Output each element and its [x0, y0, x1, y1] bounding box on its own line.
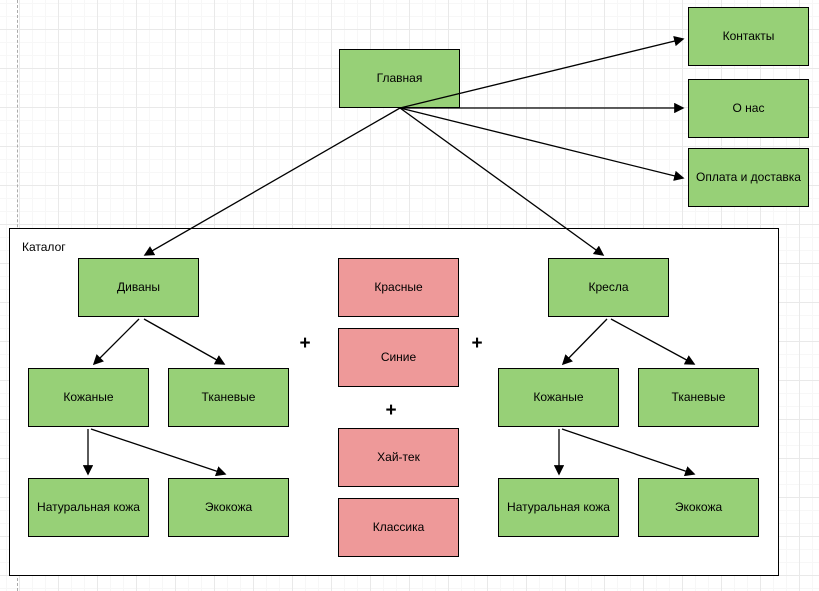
plus-operator-middle: +: [385, 400, 397, 421]
node-colors-red[interactable]: Красные: [338, 258, 459, 317]
node-style-hitech[interactable]: Хай-тек: [338, 428, 459, 487]
node-payment-delivery[interactable]: Оплата и доставка: [688, 148, 809, 207]
node-sofas-fabric[interactable]: Тканевые: [168, 368, 289, 427]
node-sofas-eco-leather[interactable]: Экокожа: [168, 478, 289, 537]
plus-operator-left: +: [299, 333, 311, 354]
catalog-container-label: Каталог: [22, 240, 66, 254]
node-contacts[interactable]: Контакты: [688, 7, 809, 66]
node-sofas[interactable]: Диваны: [78, 258, 199, 317]
node-armchairs-natural-leather[interactable]: Натуральная кожа: [498, 478, 619, 537]
node-style-classic[interactable]: Классика: [338, 498, 459, 557]
node-colors-blue[interactable]: Синие: [338, 328, 459, 387]
node-armchairs-eco-leather[interactable]: Экокожа: [638, 478, 759, 537]
node-home[interactable]: Главная: [339, 49, 460, 108]
node-armchairs-leather[interactable]: Кожаные: [498, 368, 619, 427]
plus-operator-right: +: [471, 333, 483, 354]
node-sofas-natural-leather[interactable]: Натуральная кожа: [28, 478, 149, 537]
node-sofas-leather[interactable]: Кожаные: [28, 368, 149, 427]
node-armchairs-fabric[interactable]: Тканевые: [638, 368, 759, 427]
node-about[interactable]: О нас: [688, 79, 809, 138]
node-armchairs[interactable]: Кресла: [548, 258, 669, 317]
edge-home-payment: [399, 107, 685, 181]
